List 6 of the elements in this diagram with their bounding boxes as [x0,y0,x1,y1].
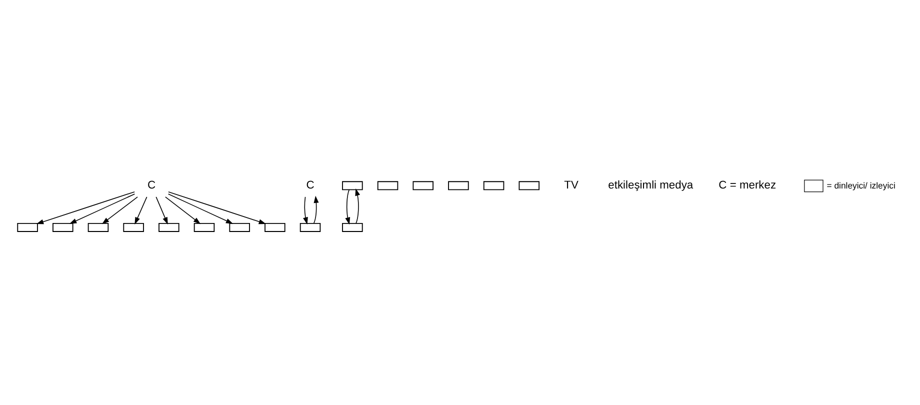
label: etkileşimli medya [608,178,694,191]
legend-label: = dinleyici/ izleyici [826,180,896,190]
node-text: C [148,178,156,191]
label: TV [564,178,578,191]
label: C = merkez [718,178,776,191]
node-text: C [306,178,314,191]
